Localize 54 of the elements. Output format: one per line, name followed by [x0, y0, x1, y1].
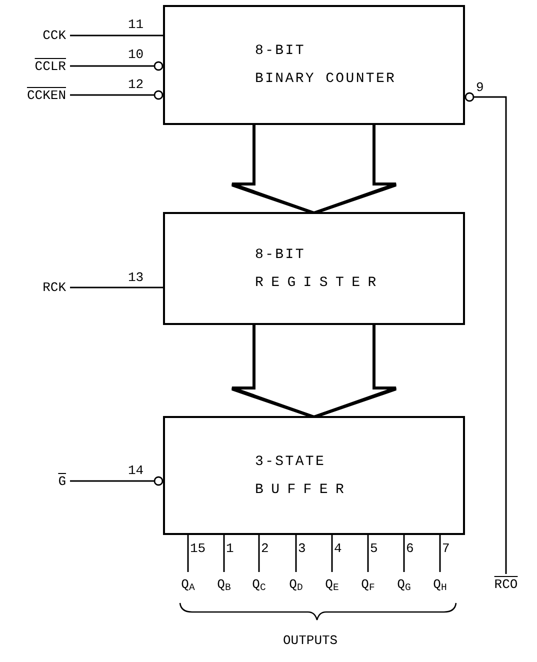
block-box: [163, 212, 465, 325]
bus-arrow: [230, 122, 398, 215]
signal-line: [439, 535, 441, 572]
pin-number: 6: [406, 541, 414, 556]
block-label: 3-STATE: [255, 454, 327, 470]
pin-number: 4: [334, 541, 342, 556]
output-label: Q$_{D}$: [289, 576, 303, 592]
pin-number: 9: [476, 80, 484, 95]
pin-number: 14: [128, 463, 144, 478]
signal-line: [258, 535, 260, 572]
signal-label: RCO: [494, 576, 518, 592]
pin-number: 12: [128, 77, 144, 92]
signal-line: [70, 90, 164, 100]
signal-line: [70, 34, 163, 36]
bus-arrow: [230, 322, 398, 419]
block-box: [163, 5, 465, 125]
signal-line: [187, 535, 189, 572]
signal-line: [403, 535, 405, 572]
pin-number: 13: [128, 270, 144, 285]
pin-number: 2: [261, 541, 269, 556]
output-label: Q$_{H}$: [433, 576, 447, 592]
output-label: Q$_{F}$: [361, 576, 375, 592]
pin-number: 7: [442, 541, 450, 556]
block-box: [163, 416, 465, 535]
signal-line: [464, 92, 507, 574]
signal-line: [70, 286, 163, 288]
block-label: 8-BIT: [255, 246, 306, 262]
signal-label: CCK: [42, 28, 66, 43]
block-label: 8-BIT: [255, 43, 306, 59]
pin-number: 1: [226, 541, 234, 556]
output-label: Q$_{G}$: [397, 576, 411, 592]
block-label: REGISTER: [255, 274, 385, 290]
signal-label: CCLR: [34, 58, 66, 74]
signal-label: CCKEN: [26, 88, 66, 102]
signal-line: [367, 535, 369, 572]
output-label: Q$_{B}$: [217, 576, 231, 592]
output-label: Q$_{A}$: [181, 576, 195, 592]
signal-line: [223, 535, 225, 572]
signal-label: RCK: [42, 280, 66, 295]
output-label: Q$_{C}$: [252, 576, 266, 592]
pin-number: 5: [370, 541, 378, 556]
signal-line: [70, 61, 164, 71]
signal-line: [70, 476, 164, 486]
block-label: BINARY COUNTER: [255, 71, 398, 87]
pin-number: 11: [128, 17, 144, 32]
signal-line: [331, 535, 333, 572]
outputs-label: OUTPUTS: [283, 633, 338, 648]
block-label: BUFFER: [255, 482, 353, 498]
signal-label: G: [58, 474, 66, 488]
signal-line: [295, 535, 297, 572]
output-label: Q$_{E}$: [325, 576, 339, 592]
pin-number: 3: [298, 541, 306, 556]
pin-number: 15: [190, 541, 206, 556]
pin-number: 10: [128, 47, 144, 62]
